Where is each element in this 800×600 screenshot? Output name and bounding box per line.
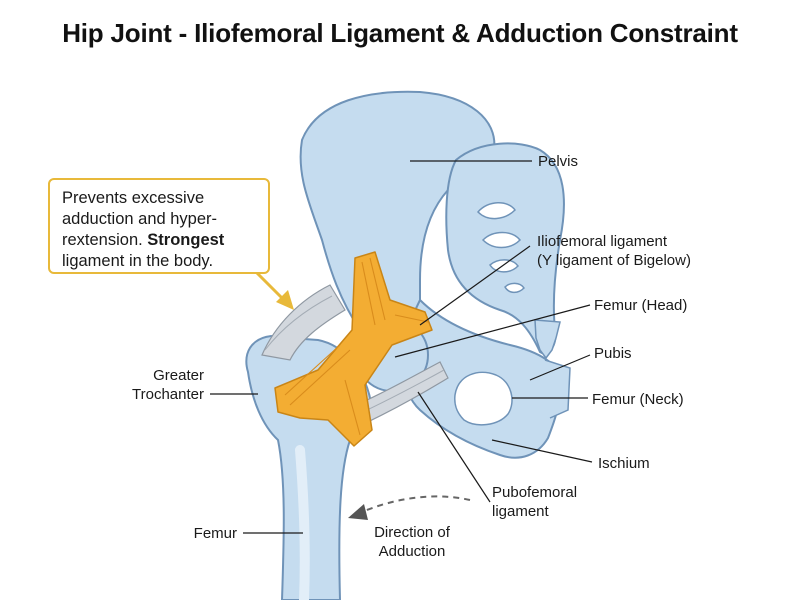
label-direction-1: Direction of	[374, 524, 451, 541]
callout-line-3-text: rextension.	[62, 231, 148, 249]
label-femur-head: Femur (Head)	[594, 297, 687, 314]
callout-line-2: adduction and hyper-	[62, 210, 218, 228]
callout-pointer-arrow	[254, 270, 294, 310]
pelvis-bone	[299, 90, 571, 459]
label-pelvis: Pelvis	[538, 153, 578, 170]
callout-line-1: Prevents excessive	[62, 189, 205, 207]
callout-line-3: rextension. Strongest	[62, 230, 258, 251]
callout-line-4: ligament in the body.	[62, 252, 214, 270]
joint-capsule	[261, 284, 449, 429]
label-iliofemoral-2: (Y ligament of Bigelow)	[537, 252, 691, 269]
coccyx	[534, 319, 561, 360]
label-ischium: Ischium	[598, 455, 650, 472]
leader-ischium	[491, 439, 593, 463]
iliofemoral-ligament	[274, 251, 433, 447]
obturator-foramen	[454, 371, 513, 426]
diagram-title: Hip Joint - Iliofemoral Ligament & Adduc…	[62, 18, 738, 48]
adduction-direction-arrow	[348, 495, 471, 520]
label-pubofemoral-2: ligament	[492, 503, 550, 520]
leader-lines	[210, 160, 593, 534]
label-femur: Femur	[194, 525, 237, 542]
label-femur-neck: Femur (Neck)	[592, 391, 684, 408]
callout-strongest: Strongest	[147, 231, 225, 249]
iliofemoral-fibers	[284, 257, 429, 436]
label-direction-2: Adduction	[379, 543, 446, 560]
label-greater-2: Trochanter	[132, 386, 204, 403]
label-pubis: Pubis	[594, 345, 632, 362]
iliofemoral-y-band	[274, 251, 433, 447]
pubic-symphysis-edge	[544, 359, 571, 419]
label-iliofemoral-1: Iliofemoral ligament	[537, 233, 668, 250]
femur-shaft-highlight	[295, 445, 310, 600]
leader-femur-head	[394, 304, 591, 358]
sacral-foramina	[476, 202, 525, 294]
leader-iliofemoral	[419, 245, 531, 326]
capsule-upper	[261, 284, 346, 361]
leader-pubofemoral	[417, 391, 491, 503]
label-greater-1: Greater	[153, 367, 204, 384]
callout-box: Prevents excessive adduction and hyper- …	[48, 178, 270, 274]
label-pubofemoral-1: Pubofemoral	[492, 484, 577, 501]
leader-pubis	[529, 354, 591, 381]
